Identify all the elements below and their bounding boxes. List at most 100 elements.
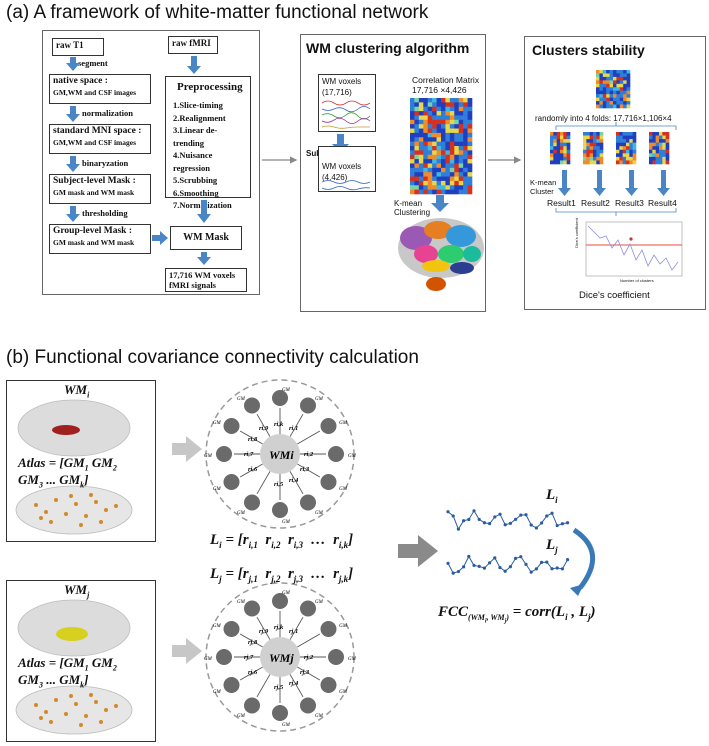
corr-matrix-cell: [410, 189, 415, 195]
fold-matrix-4-cell: [649, 156, 653, 161]
stab-matrix-cell: [613, 94, 617, 98]
stab-matrix-cell: [623, 97, 627, 102]
corr-matrix-cell: [441, 128, 446, 134]
corr-matrix-cell: [467, 180, 473, 186]
fold-matrix-1-cell: [566, 156, 571, 161]
fold-matrix-1-cell: [556, 149, 561, 154]
corr-matrix-cell: [449, 176, 455, 182]
corr-matrix-cell: [445, 119, 451, 125]
section-a-title: (a) A framework of white-matter function…: [6, 2, 429, 23]
group-mask-box: Group-level Mask : GM mask and WM mask: [49, 224, 151, 254]
native-space-box: native space : GM,WM and CSF images: [49, 74, 151, 104]
corr-matrix-cell: [427, 98, 433, 103]
fold-matrix-4-cell: [655, 149, 660, 154]
corr-matrix-cell: [410, 98, 415, 103]
fold-matrix-1-cell: [553, 153, 557, 158]
fold-matrix-2-cell: [599, 139, 604, 143]
network-edge: [289, 413, 304, 437]
stab-matrix-cell: [609, 101, 614, 105]
stab-matrix-cell: [596, 94, 600, 98]
stab-matrix-cell: [606, 76, 610, 81]
fold-matrix-3-cell: [616, 142, 620, 147]
stab-matrix-cell: [626, 80, 631, 85]
corr-matrix-cell: [423, 102, 429, 108]
corr-matrix-cell: [410, 124, 415, 129]
corr-matrix-cell: [410, 167, 415, 173]
corr-matrix-cell: [414, 172, 420, 177]
wmi-network-diagram: GMri,kGMri,1GMGMri,2GMri,3GMri,4GMri,5GM…: [204, 379, 357, 529]
li-eq-letter: L: [210, 532, 220, 548]
fold-matrix-3-cell: [616, 160, 620, 165]
wm-center-node: [260, 637, 300, 677]
fold-matrix-1-cell: [550, 149, 554, 154]
lj-series-label: Lj: [546, 537, 558, 555]
edge-weight-label: ri,2: [304, 451, 314, 458]
fold-matrix-1-cell: [563, 139, 567, 143]
fold-matrix-2-cell: [589, 160, 594, 165]
arrow-down-6: [197, 200, 211, 223]
fold-matrix-1-cell: [556, 132, 561, 136]
corr-matrix-cell: [418, 137, 424, 142]
corr-matrix-cell: [441, 106, 446, 112]
li-equation: Li = [ri,1 ri,2 ri,3 … ri,k]: [210, 532, 354, 550]
fold-matrix-1-cell: [566, 132, 571, 136]
stab-matrix-cell: [599, 97, 604, 102]
corr-matrix-cell: [454, 128, 460, 134]
stab-matrix-cell: [599, 73, 604, 78]
fold-matrix-4-cell: [655, 153, 660, 158]
fold-matrix-3-cell: [632, 160, 637, 165]
edge-weight-label: rj,6: [248, 669, 258, 676]
gm-node: [223, 418, 240, 434]
gm-node-label: GM: [213, 624, 222, 629]
corr-matrix-cell: [454, 106, 460, 112]
stab-matrix-cell: [619, 70, 624, 74]
fold-matrix-4-cell: [662, 160, 666, 165]
stab-matrix-cell: [599, 83, 604, 88]
corr-matrix-cell: [436, 119, 442, 125]
stab-matrix-cell: [613, 97, 617, 102]
gm-node-label: GM: [282, 723, 291, 728]
wmi-title-text: WM: [64, 382, 88, 397]
stab-matrix-cell: [613, 87, 617, 92]
wm-mask-label: WM Mask: [183, 232, 229, 243]
corr-matrix-cell: [463, 159, 468, 164]
fold-matrix-4-cell: [652, 132, 656, 136]
corr-matrix-cell: [467, 154, 473, 160]
corr-matrix-cell: [436, 159, 442, 164]
fcc-equation: FCC(WMi, WMj) = corr(Li , Lj): [438, 604, 596, 625]
curved-arrow: [572, 527, 596, 590]
li-series-line: [447, 509, 568, 531]
corr-matrix-cell: [441, 98, 446, 103]
fold-matrix-4-cell: [655, 135, 660, 140]
wmj-title: WMj: [64, 582, 89, 600]
gm-node-label: GM: [339, 690, 348, 695]
stab-matrix-cell: [626, 87, 631, 92]
fold-matrix-1-cell: [556, 139, 561, 143]
corr-matrix-cell: [467, 124, 473, 129]
stab-matrix-cell: [623, 104, 627, 109]
folds-label: randomly into 4 folds: 17,716×1,106×4: [535, 114, 672, 123]
gm-node: [216, 446, 232, 462]
stab-matrix-cell: [602, 90, 607, 95]
fold-matrix-4-cell: [649, 132, 653, 136]
fold-matrix-3-cell: [626, 146, 630, 151]
fold-matrix-3-cell: [619, 142, 623, 147]
fold-matrix-4-cell: [659, 135, 663, 140]
corr-matrix-cell: [423, 115, 429, 121]
corr-matrix-cell: [454, 102, 460, 108]
stab-matrix-cell: [596, 97, 600, 102]
lj-series-point: [446, 561, 450, 565]
gm-node-label: GM: [282, 388, 291, 393]
fold-matrix-1-cell: [566, 139, 571, 143]
corr-matrix-cell: [410, 102, 415, 108]
gm-node: [244, 600, 260, 617]
gm-node-label: GM: [348, 657, 357, 662]
li-series-point: [493, 515, 497, 519]
edge-weight-label: rj,7: [244, 654, 254, 661]
stability-kmean-2: Cluster: [530, 187, 554, 196]
li-series-point: [462, 519, 466, 523]
stab-matrix-cell: [609, 87, 614, 92]
fold-matrix-3-cell: [632, 132, 637, 136]
network-edge: [297, 633, 321, 648]
